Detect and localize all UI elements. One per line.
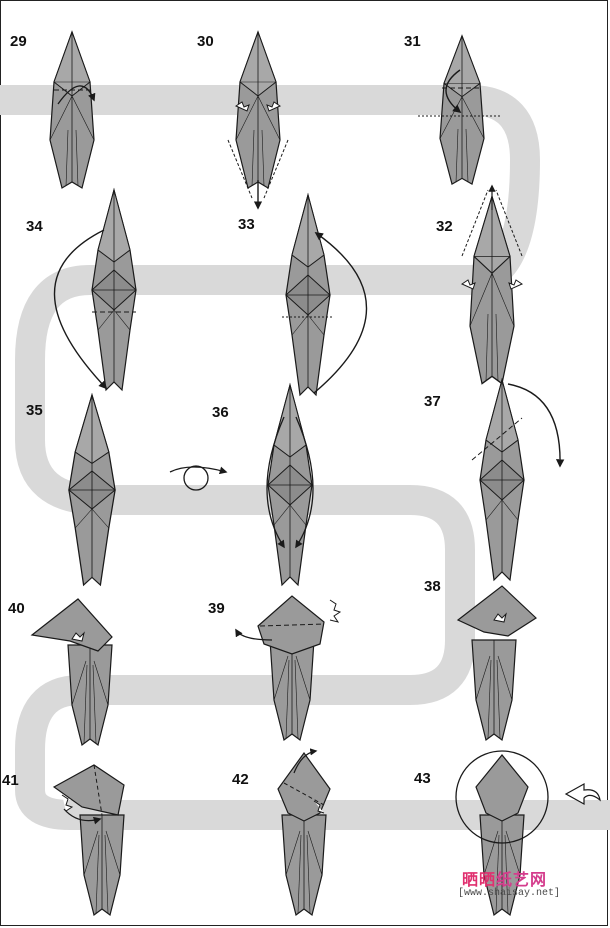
step-30-model (227, 31, 289, 210)
step-label-36: 36 (212, 404, 229, 421)
step-label-34: 34 (26, 218, 43, 235)
step-29-model (49, 31, 96, 189)
step-40-model (30, 598, 113, 746)
step-label-37: 37 (424, 393, 441, 410)
step-label-29: 29 (10, 33, 27, 50)
step-label-31: 31 (404, 33, 421, 50)
step-label-42: 42 (232, 771, 249, 788)
step-35-model (68, 394, 116, 586)
step-label-41: 41 (2, 772, 19, 789)
step-39-model (235, 595, 342, 741)
step-33-model (282, 194, 368, 396)
step-31-model (418, 35, 502, 185)
step-label-33: 33 (238, 216, 255, 233)
brand-name-part1: 晒晒 (462, 870, 497, 889)
brand-logo: 晒晒纸艺网 (462, 866, 547, 890)
step-34-model (53, 189, 137, 391)
squash-mark-icon (234, 101, 250, 112)
next-arrow-icon (564, 782, 601, 806)
step-label-38: 38 (424, 578, 441, 595)
step-43-model (455, 750, 549, 916)
step-label-39: 39 (208, 600, 225, 617)
step-42-model (277, 748, 331, 916)
step-37-model (471, 379, 565, 581)
step-label-35: 35 (26, 402, 43, 419)
step-label-40: 40 (8, 600, 25, 617)
step-label-32: 32 (436, 218, 453, 235)
step-32-model (460, 184, 524, 385)
step-label-30: 30 (197, 33, 214, 50)
step-36-model (266, 384, 314, 586)
step-38-model (456, 585, 537, 741)
brand-name-part2: 纸艺网 (496, 870, 548, 889)
site-url: [www.shaisay.net] (458, 888, 561, 899)
turn-over-icon (169, 465, 228, 491)
step-label-43: 43 (414, 770, 431, 787)
step-41-model (52, 764, 125, 916)
